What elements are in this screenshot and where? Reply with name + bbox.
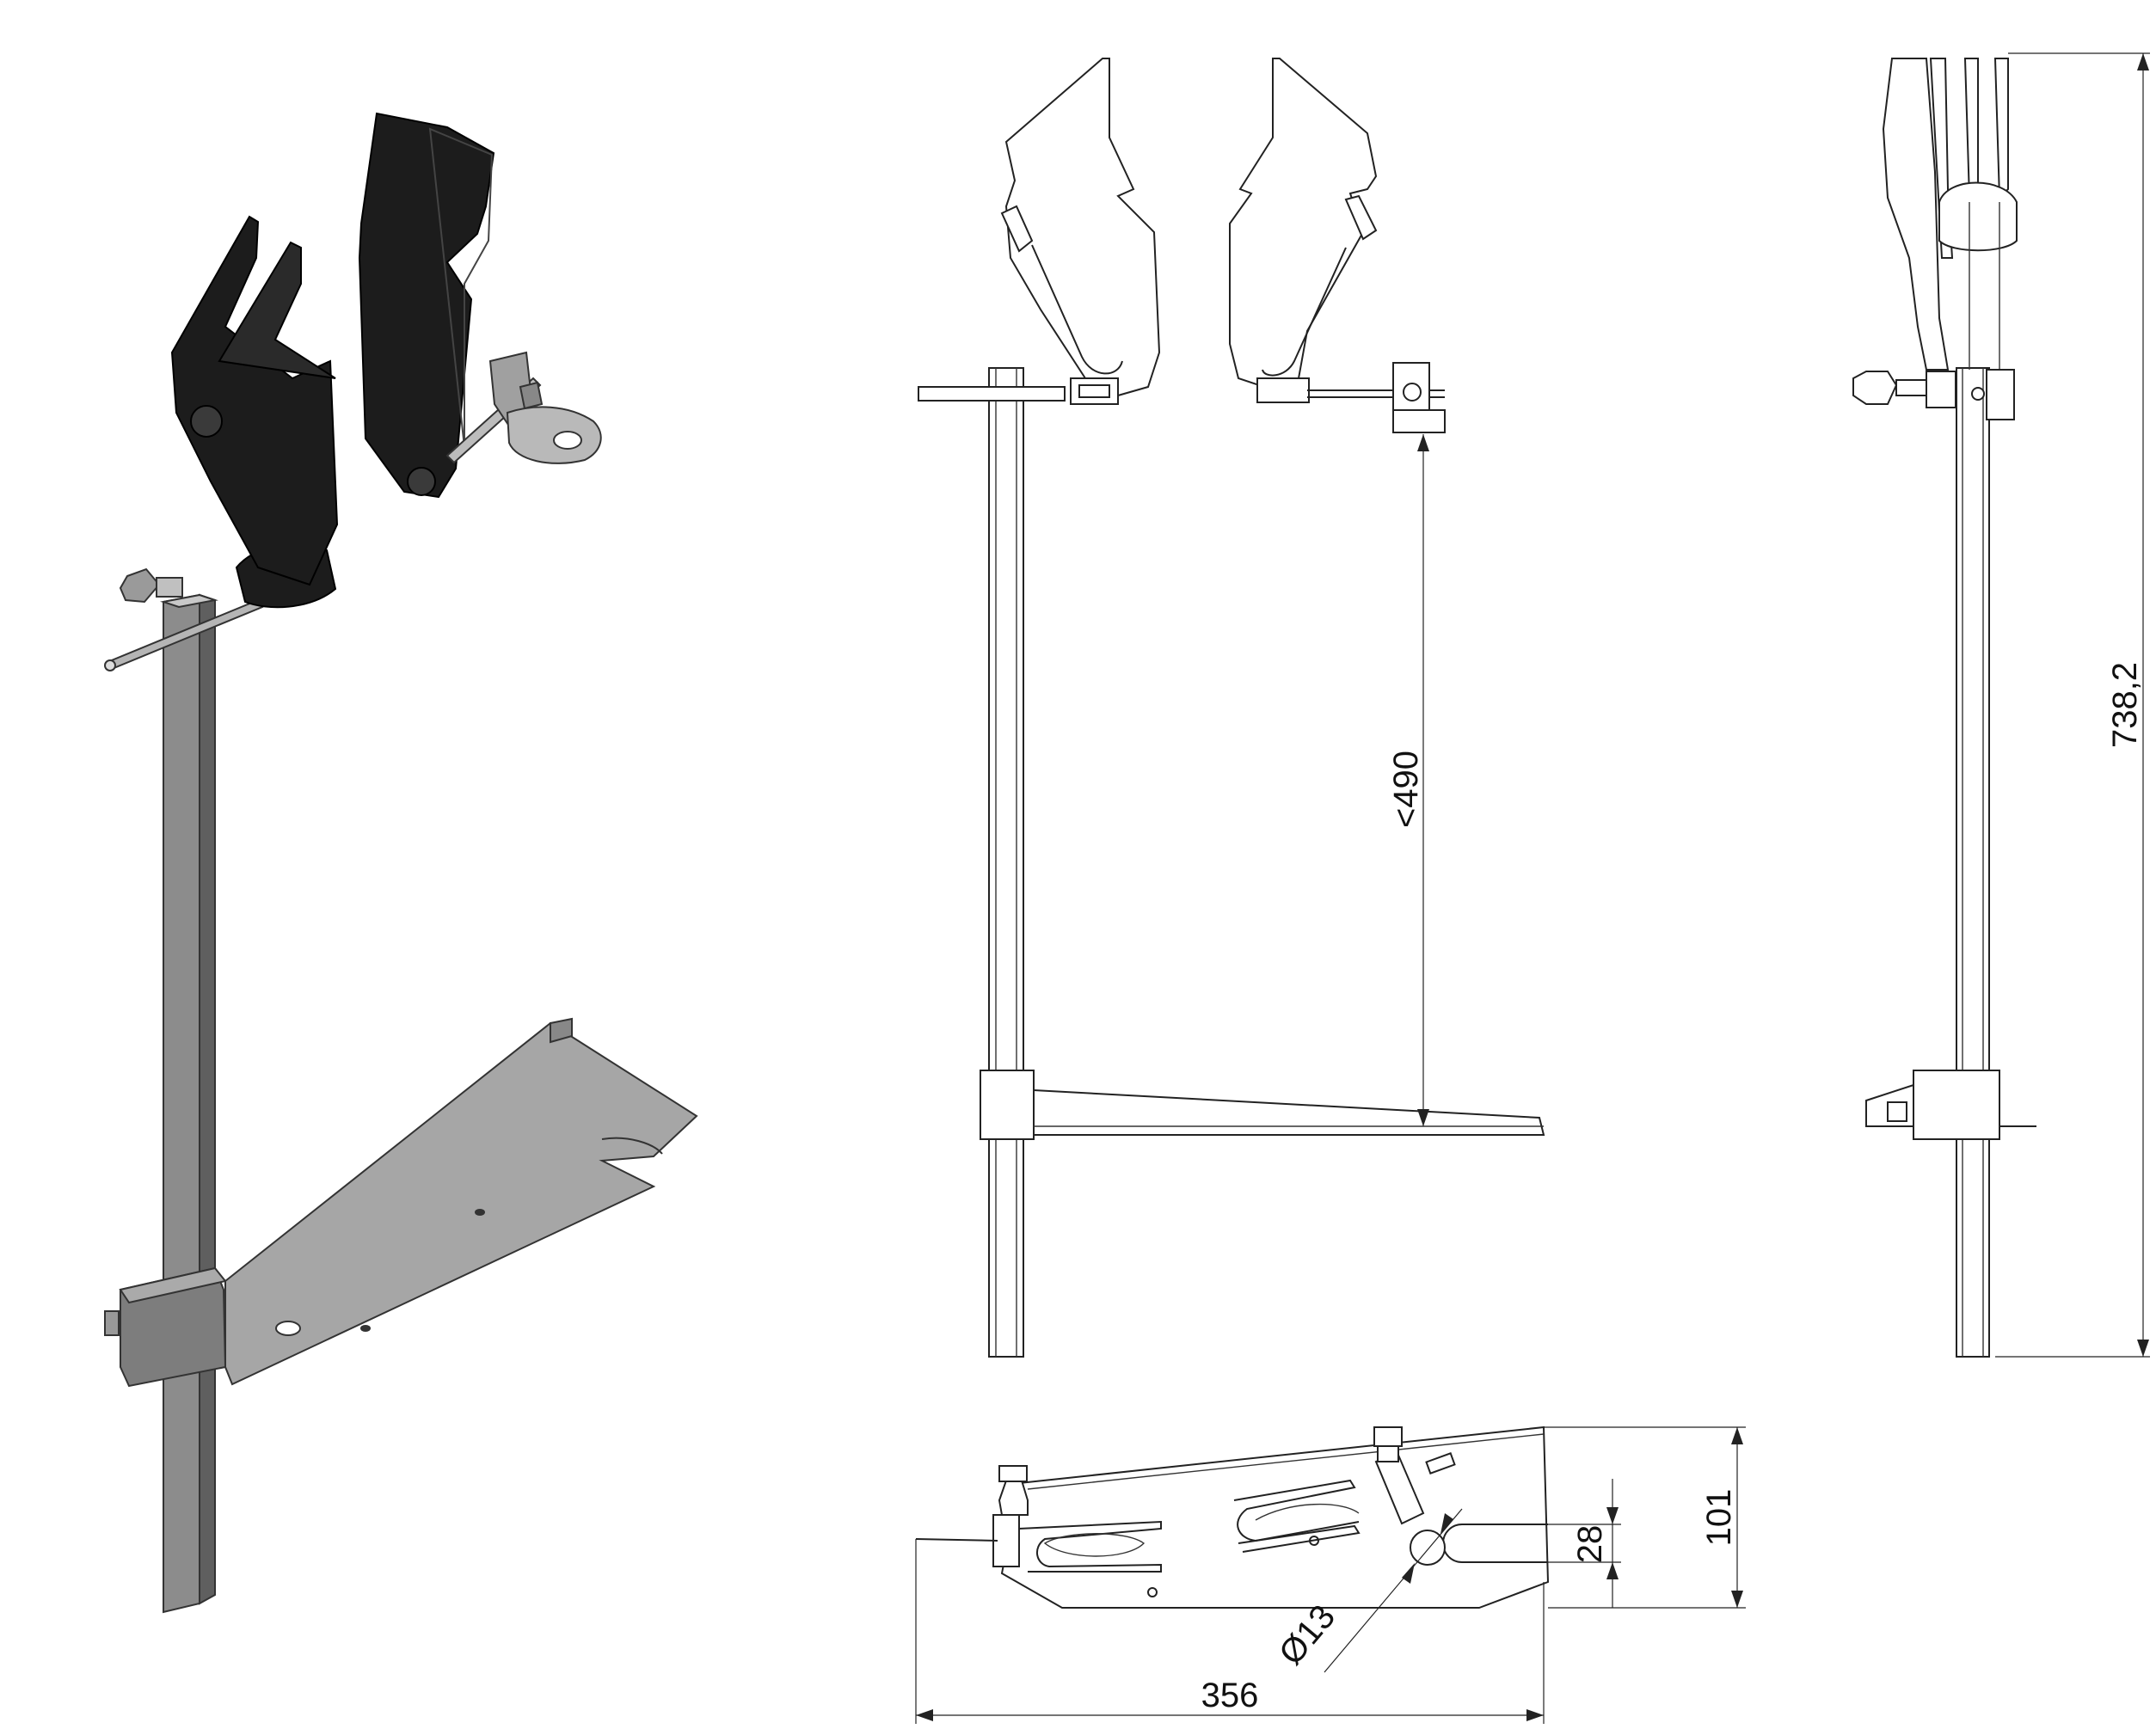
iso-lower-clamp (104, 1266, 227, 1388)
top-right-jaws (1233, 1426, 1456, 1553)
front-left-jaw (1000, 58, 1161, 405)
dim-hole-diameter-label: Ø13 (1272, 1598, 1342, 1672)
dim-slot-width: 28 (1548, 1479, 1621, 1608)
dim-slot-width-label: 28 (1571, 1525, 1609, 1564)
dim-max-height: <490 (1387, 434, 1429, 1126)
dim-overall-height: 738,2 (1995, 52, 2150, 1358)
iso-adjuster-bracket (445, 351, 602, 464)
front-base-plate (1033, 1088, 1545, 1136)
top-left-jaws (915, 1465, 1162, 1573)
dim-base-length-label: 356 (1201, 1677, 1259, 1714)
side-lower-clamp (1865, 1070, 2036, 1140)
dim-overall-height-label: 738,2 (2106, 662, 2144, 748)
front-clamp (980, 1070, 1035, 1140)
dim-base-width-label: 101 (1700, 1489, 1738, 1547)
top-view: 356 101 28 Ø13 (915, 1426, 1746, 1724)
iso-vertical-post (160, 593, 218, 1614)
iso-right-pad (358, 112, 495, 499)
dim-base-length: 356 (915, 1539, 1545, 1724)
side-pad-assembly (1882, 58, 2018, 371)
side-adjuster-bolt (1852, 369, 2015, 420)
top-base-plate (1000, 1426, 1550, 1609)
iso-left-pad (170, 215, 339, 586)
side-post (1956, 367, 1990, 1358)
isometric-view (104, 112, 698, 1614)
front-right-jaw (1229, 58, 1446, 433)
side-view: 738,2 (1852, 52, 2150, 1358)
iso-top-crossbar (104, 567, 264, 671)
front-post (988, 367, 1024, 1358)
dim-max-height-label: <490 (1387, 751, 1425, 828)
iso-footplate (224, 1017, 698, 1386)
front-view: <490 (918, 58, 1545, 1358)
dim-base-width: 101 (1544, 1426, 1746, 1609)
front-top-rod (918, 386, 1066, 402)
